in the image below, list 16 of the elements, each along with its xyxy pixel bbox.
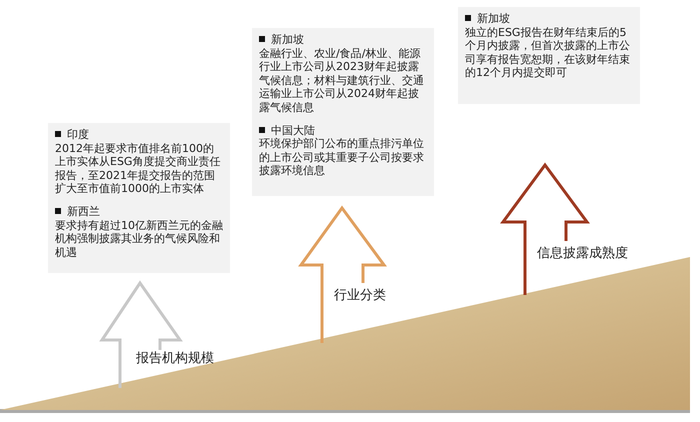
requirement-text: 2012年起要求市值排名前100的上市实体从ESG角度提交商业责任报告，至2021年提交报告的范围扩大至市值前1000的上市实体 [55, 142, 222, 196]
info-card [252, 28, 434, 196]
info-card [48, 123, 230, 274]
arrow-label: 行业分类 [334, 287, 386, 304]
info-card [458, 7, 640, 104]
region-heading: 中国大陆 [259, 124, 427, 138]
requirement-text: 要求持有超过10亿新西兰元的金融机构强制披露其业务的气候风险和机遇 [55, 218, 223, 260]
requirement-text: 金融行业、农业/食品/林业、能源行业上市公司从2023财年起披露气候信息；材料与建筑行业、交通运输业上市公司从2024财年起披露气候信息 [259, 46, 425, 115]
region-heading: 印度 [55, 128, 223, 142]
region-heading: 新西兰 [55, 204, 223, 219]
region-heading: 新加坡 [259, 33, 427, 47]
arrow-label: 报告机构规模 [136, 350, 214, 367]
region-heading: 新加坡 [465, 12, 633, 26]
requirement-text: 独立的ESG报告在财年结束后的5个月内披露，但首次披露的上市公司享有报告宽恕期，在该财年结束的12个月内提交即可 [465, 26, 631, 80]
requirement-text: 环境保护部门公布的重点排污单位的上市公司或其重要子公司按要求披露环境信息 [259, 137, 425, 178]
arrow-label: 信息披露成熟度 [537, 245, 628, 262]
